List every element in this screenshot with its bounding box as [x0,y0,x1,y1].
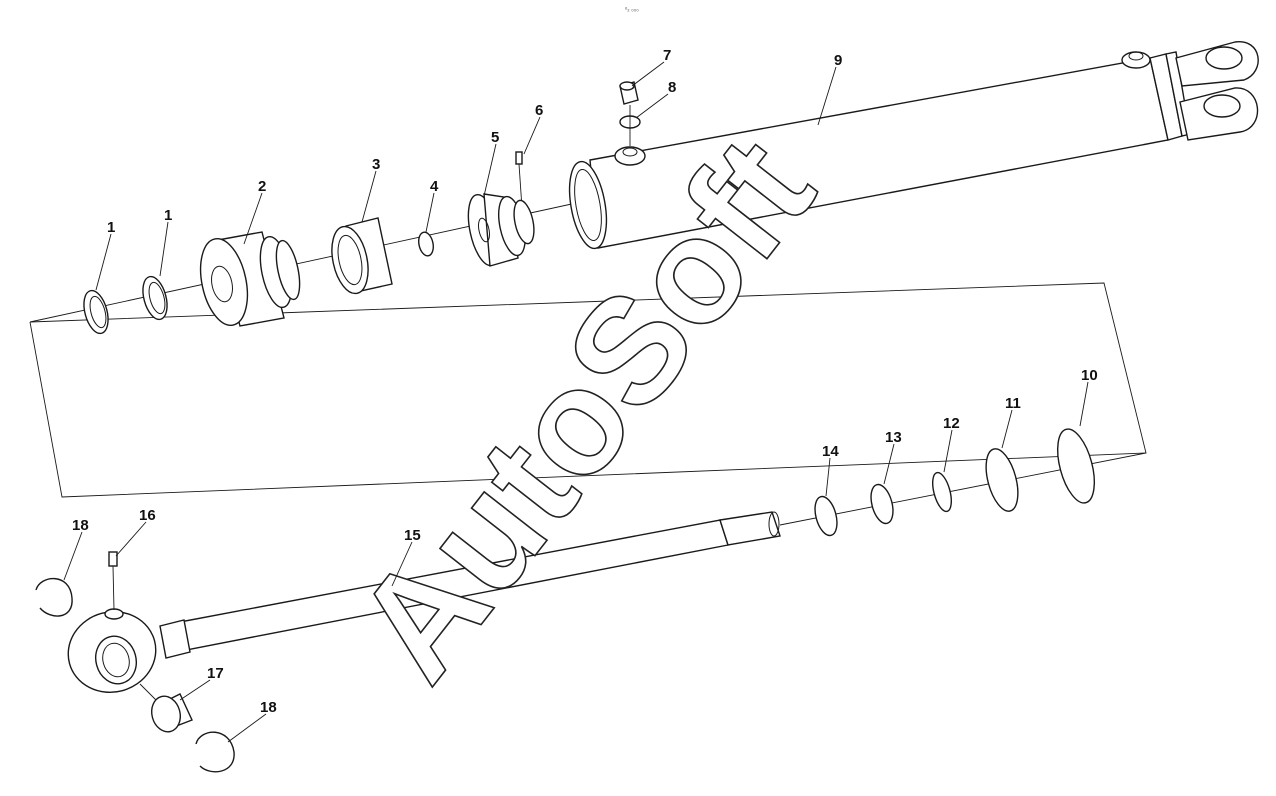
label-1b: 1 [164,207,172,224]
label-2: 2 [258,178,266,195]
corner-code: ᵒ₂ ₀₀₀ [625,7,639,13]
label-8: 8 [668,79,676,96]
part-11-o-ring [985,448,1019,512]
label-6: 6 [535,102,543,119]
part-13-seal [870,483,894,525]
part-2-gland-head [199,231,301,327]
label-12: 12 [943,415,960,432]
label-11: 11 [1005,395,1021,412]
part-10-backup-ring [1056,428,1096,504]
part-9-cylinder-barrel [568,41,1259,250]
label-18b: 18 [260,699,277,716]
label-13: 13 [885,429,902,446]
label-14: 14 [822,443,839,460]
part-4-ring [418,231,434,257]
leader-lines [63,61,1089,743]
label-3: 3 [372,156,380,173]
label-1a: 1 [107,219,115,236]
label-17: 17 [207,665,224,682]
part-17-bearing [139,683,193,733]
label-10: 10 [1081,367,1098,384]
label-16: 16 [139,507,156,524]
label-15: 15 [404,527,421,544]
part-5-piston [467,193,535,267]
part-16-nipple [108,551,118,611]
part-1-seal-b [142,275,168,321]
part-7-plug [619,81,639,105]
label-5: 5 [491,129,499,146]
label-4: 4 [430,178,439,195]
part-3-bushing [331,217,393,295]
label-18a: 18 [72,517,89,534]
part-1-seal-a [83,289,109,335]
part-18-circlip-b [195,731,235,773]
label-9: 9 [834,52,842,69]
label-7: 7 [663,47,671,64]
part-15-piston-rod [159,511,781,659]
part-6-nipple [515,151,523,209]
part-14-wiper [814,495,838,537]
part-12-ring [931,471,953,513]
part-18-circlip-a [35,577,73,617]
part-rod-eye [67,608,157,693]
part-labels: 1 1 2 3 4 5 6 7 8 9 10 11 12 13 14 15 16… [72,47,1098,716]
